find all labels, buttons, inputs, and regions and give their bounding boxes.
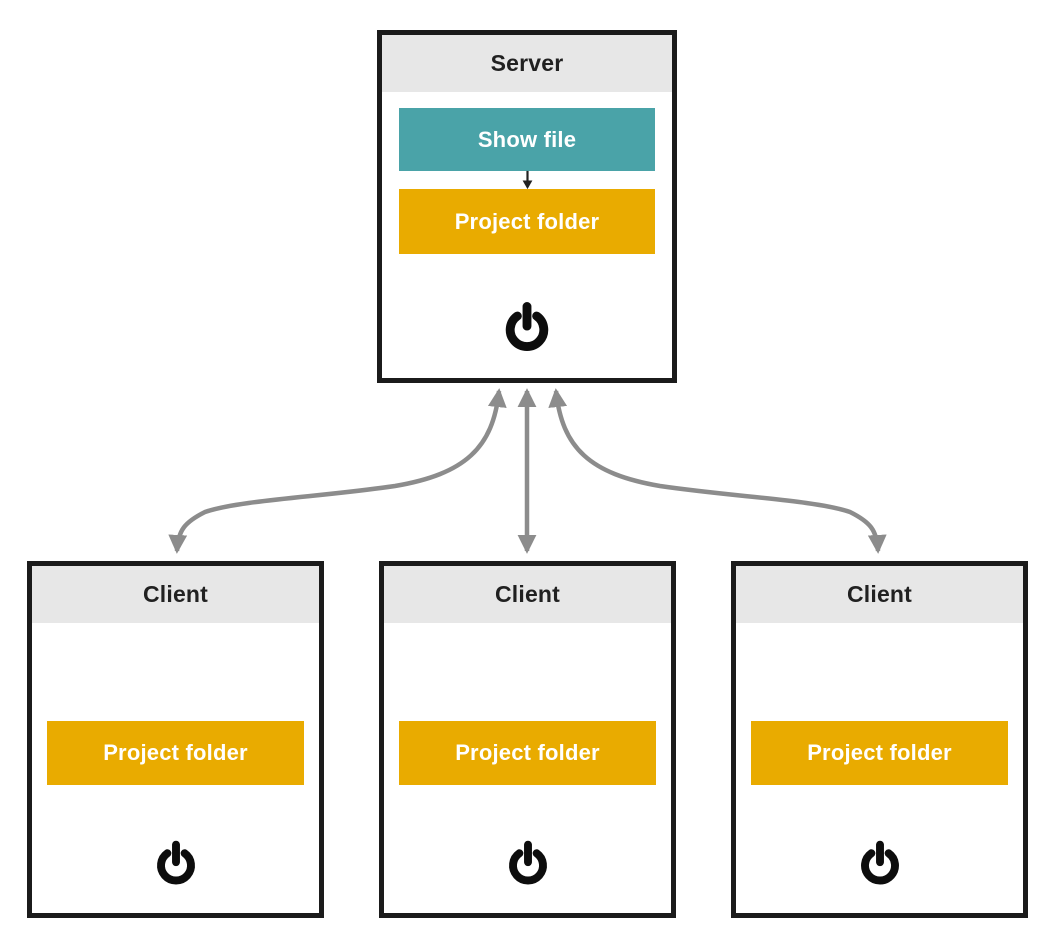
client-node-1: Client Project folder	[27, 561, 324, 918]
client-1-project-folder-button[interactable]: Project folder	[47, 721, 304, 785]
client-node-3: Client Project folder	[731, 561, 1028, 918]
flow-down-arrow-icon	[382, 170, 672, 190]
client-1-power-icon[interactable]	[32, 838, 319, 888]
server-node: Server Show file Project folder	[377, 30, 677, 383]
client-title: Client	[384, 566, 671, 623]
show-file-button[interactable]: Show file	[399, 108, 655, 171]
client-2-project-folder-button[interactable]: Project folder	[399, 721, 656, 785]
server-client-right-arrow	[548, 388, 887, 554]
server-project-folder-button[interactable]: Project folder	[399, 189, 655, 254]
client-node-2: Client Project folder	[379, 561, 676, 918]
server-title: Server	[382, 35, 672, 92]
client-2-power-icon[interactable]	[384, 838, 671, 888]
server-power-icon[interactable]	[382, 299, 672, 355]
client-title: Client	[736, 566, 1023, 623]
client-title: Client	[32, 566, 319, 623]
client-3-power-icon[interactable]	[736, 838, 1023, 888]
client-3-project-folder-button[interactable]: Project folder	[751, 721, 1008, 785]
server-client-left-arrow	[168, 388, 507, 554]
